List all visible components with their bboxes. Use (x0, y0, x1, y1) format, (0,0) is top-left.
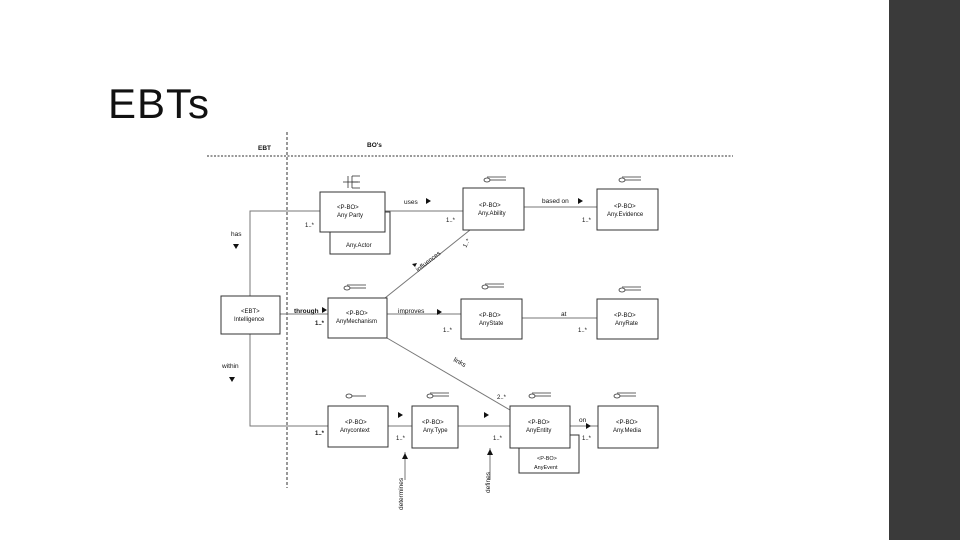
class-any-entity: <P-BO> AnyEntity (509, 405, 571, 449)
intelligence-stereotype: <EBT> (241, 309, 260, 315)
any-mechanism-name: AnyMechanism (336, 319, 377, 325)
any-ability-name: Any.Ability (478, 211, 506, 217)
party-role-icon (343, 175, 360, 189)
class-any-ability: <P-BO> Any.Ability (462, 187, 525, 231)
any-type-stereotype: <P-BO> (422, 420, 444, 426)
mult-evidence: 1..* (582, 218, 592, 224)
label-determines: determines (398, 477, 405, 510)
any-event-name: AnyEvent (534, 465, 558, 471)
any-entity-stereotype: <P-BO> (528, 420, 550, 426)
on-arrow-icon (586, 423, 591, 429)
class-any-context: <P-BO> Anycontext (327, 405, 389, 448)
ability-bo-icon (483, 176, 506, 183)
influences-arrow-icon (412, 263, 417, 267)
header-bos: BO's (367, 142, 382, 149)
label-links: links (452, 357, 467, 370)
class-any-rate: <P-BO> AnyRate (596, 298, 659, 340)
label-within: within (221, 363, 239, 370)
improves-arrow-icon (437, 309, 442, 315)
mult-ability-diag: 1..* (462, 238, 472, 249)
any-entity-name: AnyEntity (526, 428, 551, 434)
mult-state: 1..* (443, 328, 453, 334)
header-ebt: EBT (258, 145, 271, 152)
any-evidence-stereotype: <P-BO> (614, 204, 636, 210)
any-evidence-name: Any.Evidence (607, 212, 644, 218)
class-intelligence: <EBT> Intelligence (220, 295, 281, 335)
rate-bo-icon (618, 286, 641, 293)
label-improves: improves (398, 308, 425, 315)
label-on: on (579, 417, 587, 424)
influences-connector (384, 229, 471, 299)
uses-arrow-icon (426, 198, 431, 204)
label-through: through (294, 308, 319, 315)
media-bo-icon (613, 392, 636, 399)
defines-arrow-icon (487, 449, 493, 455)
any-type-name: Any.Type (423, 428, 448, 434)
any-rate-stereotype: <P-BO> (614, 313, 636, 319)
label-has: has (231, 231, 242, 238)
label-based-on: based on (542, 198, 569, 205)
within-arrow-icon (229, 377, 235, 382)
mult-party: 1..* (305, 223, 315, 229)
any-ability-stereotype: <P-BO> (479, 203, 501, 209)
links-connector (386, 337, 511, 411)
has-connector (249, 210, 320, 296)
entity-bo-icon (528, 392, 551, 399)
class-any-media: <P-BO> Any.Media (597, 405, 659, 449)
has-arrow-icon (233, 244, 239, 249)
context-type-arrow-icon (398, 412, 403, 418)
mult-rate: 1..* (578, 328, 588, 334)
any-state-name: AnyState (479, 321, 504, 327)
type-bo-icon (426, 392, 449, 399)
label-at: at (561, 311, 567, 318)
mult-context: 1..* (315, 431, 325, 437)
label-defines: defines (485, 471, 492, 493)
any-context-name: Anycontext (340, 428, 370, 434)
mechanism-bo-icon (343, 284, 366, 291)
any-context-stereotype: <P-BO> (345, 420, 367, 426)
type-entity-arrow-icon (484, 412, 489, 418)
based-on-arrow-icon (578, 198, 583, 204)
any-state-stereotype: <P-BO> (479, 313, 501, 319)
class-any-mechanism: <P-BO> AnyMechanism (327, 297, 388, 339)
any-rate-name: AnyRate (615, 321, 639, 327)
determines-arrow-icon (402, 453, 408, 459)
evidence-bo-icon (618, 176, 641, 183)
stereotype-icons (343, 175, 641, 399)
any-actor-name: Any.Actor (346, 243, 372, 249)
mult-entity: 1..* (493, 436, 503, 442)
class-any-party: <P-BO> Any Party (319, 191, 386, 233)
intelligence-name: Intelligence (234, 317, 265, 323)
mult-mechanism: 1..* (315, 321, 325, 327)
slide-title: EBTs (108, 80, 211, 127)
label-influences: influences (415, 250, 443, 274)
side-bar (889, 0, 960, 540)
mult-type: 1..* (396, 436, 406, 442)
state-bo-icon (481, 283, 504, 290)
label-uses: uses (404, 199, 418, 206)
class-any-evidence: <P-BO> Any.Evidence (596, 188, 659, 231)
within-connector (249, 334, 328, 427)
direction-arrows (229, 198, 591, 459)
any-mechanism-stereotype: <P-BO> (346, 311, 368, 317)
uml-diagram: EBT BO's Any.Actor <P-BO> AnyEve (207, 132, 733, 510)
class-any-type: <P-BO> Any.Type (411, 405, 459, 449)
context-bo-icon (345, 393, 366, 399)
any-party-stereotype: <P-BO> (337, 205, 359, 211)
any-media-stereotype: <P-BO> (616, 420, 638, 426)
any-party-name: Any Party (337, 213, 363, 219)
mult-ability: 1..* (446, 218, 456, 224)
mult-entity-diag: 2..* (497, 395, 507, 401)
any-media-name: Any.Media (613, 428, 642, 434)
any-event-stereotype: <P-BO> (537, 456, 557, 462)
mult-media: 1..* (582, 436, 592, 442)
through-arrow-icon (322, 307, 327, 313)
class-any-state: <P-BO> AnyState (460, 298, 523, 340)
